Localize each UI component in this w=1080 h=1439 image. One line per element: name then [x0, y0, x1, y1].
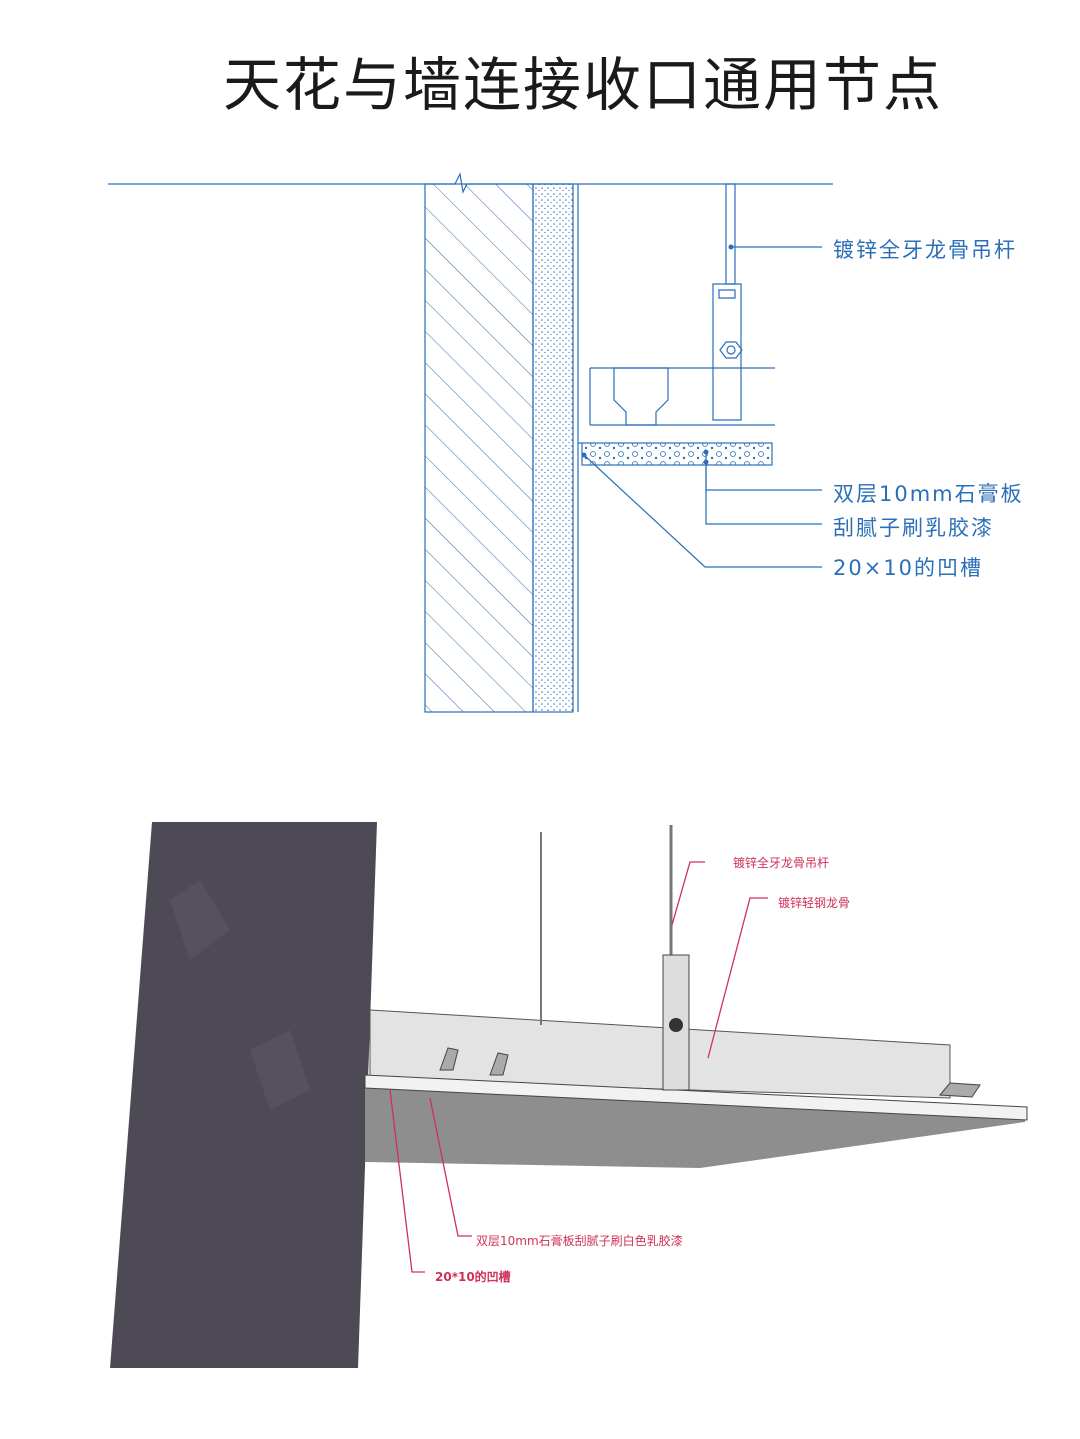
wall-hatch [424, 183, 534, 713]
label-hanger-rod-3d: 镀锌全牙龙骨吊杆 [733, 856, 830, 870]
label-groove-3d: 20*10的凹槽 [435, 1270, 511, 1284]
label-gypsum-board-3d: 双层10mm石膏板刮腻子刷白色乳胶漆 [476, 1234, 683, 1248]
concrete-wall [110, 822, 377, 1368]
ceiling-frame-top [369, 1009, 951, 1099]
hanger-bracket [712, 283, 742, 421]
cross-channel [613, 367, 669, 426]
page-title: 天花与墙连接收口通用节点 [222, 51, 943, 119]
gypsum-board [581, 442, 773, 466]
label-hanger-rod: 镀锌全牙龙骨吊杆 [833, 238, 1017, 262]
main-channel [589, 367, 775, 426]
nut [719, 341, 743, 359]
label-putty-paint: 刮腻子刷乳胶漆 [833, 516, 994, 540]
hanger-rod [725, 183, 736, 285]
gypsum-board [364, 1074, 1028, 1121]
label-steel-keel-3d: 镀锌轻钢龙骨 [778, 896, 851, 910]
plaster-layer [532, 183, 574, 713]
label-gypsum-board: 双层10mm石膏板 [833, 482, 1024, 506]
perspective-drawing [110, 822, 1028, 1368]
label-groove: 20×10的凹槽 [833, 556, 984, 580]
